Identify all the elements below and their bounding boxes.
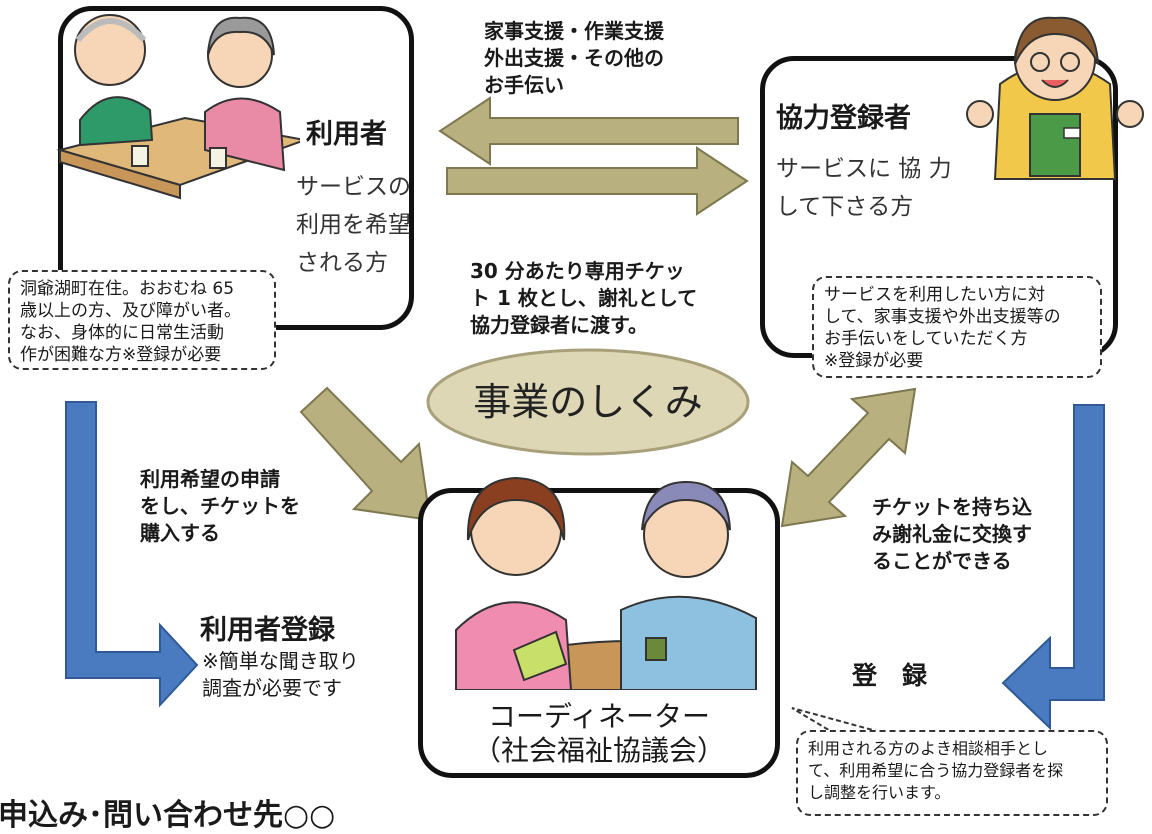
helper-description-line: して下さる方 <box>776 194 914 220</box>
user-description-line: サービスの <box>296 174 411 200</box>
arrow-user-registration <box>65 401 199 708</box>
elderly-couple-illustration <box>56 14 300 200</box>
helper-description-line: サービスに 協 力 <box>776 156 952 182</box>
arrow-coordinator-helper <box>780 387 917 528</box>
coordinator-line: コーディネーター <box>487 700 711 733</box>
center-label: 事業のしくみ <box>473 380 703 424</box>
coordinator-label: コーディネーター （社会福祉協議会） <box>424 700 774 768</box>
services-line: 家事支援・作業支援 <box>484 19 664 43</box>
exchange-note-line: ることができる <box>872 549 1012 573</box>
helper-registration-label: 登 録 <box>852 661 928 690</box>
user-description-line: される方 <box>296 250 388 276</box>
coordinator-line: （社会福祉協議会） <box>472 734 725 767</box>
user-registration-title: 利用者登録 <box>200 615 335 646</box>
apply-note-line: をし、チケットを <box>140 494 300 518</box>
apply-note-line: 利用希望の申請 <box>140 467 280 491</box>
coordinator-note-line: し調整を行います。 <box>808 783 951 802</box>
exchange-note: チケットを持ち込 み謝礼金に交換す ることができる <box>872 494 1032 575</box>
user-registration-detail: ※簡単な聞き取り 調査が必要です <box>202 648 359 702</box>
contact-heading: 申込み･問い合わせ先○○ <box>0 798 336 833</box>
apply-note: 利用希望の申請 をし、チケットを 購入する <box>140 466 300 547</box>
coordinator-note-line: て、利用希望に合う協力登録者を探 <box>808 761 1064 780</box>
arrow-tickets-to-helper <box>446 146 749 216</box>
user-registration-line: ※簡単な聞き取り <box>202 649 359 673</box>
user-note-line: なお、身体的に日常生活動 <box>20 323 224 343</box>
ticket-text: 30 分あたり専用チケッ ト 1 枚とし、謝礼として 協力登録者に渡す。 <box>470 258 697 339</box>
helper-note-line: サービスを利用したい方に対 <box>824 285 1045 305</box>
arrow-user-to-coordinator <box>299 386 432 522</box>
user-registration-line: 調査が必要です <box>202 676 342 700</box>
services-line: お手伝い <box>484 73 564 97</box>
apply-note-line: 購入する <box>140 521 220 545</box>
helper-title: 協力登録者 <box>776 103 911 134</box>
center-ellipse <box>426 348 750 456</box>
services-line: 外出支援・その他の <box>484 46 664 70</box>
coordinator-illustration <box>455 476 757 690</box>
user-note-line: 作が困難な方※登録が必要 <box>20 345 222 365</box>
coordinator-note: 利用される方のよき相談相手とし て、利用希望に合う協力登録者を探 し調整を行いま… <box>796 730 1108 816</box>
user-note: 洞爺湖町在住。おおむね 65 歳以上の方、及び障がい者。 なお、身体的に日常生活… <box>8 270 276 370</box>
user-description: サービスの 利用を希望 される方 <box>296 168 411 282</box>
helper-note: サービスを利用したい方に対 して、家事支援や外出支援等の お手伝いをしていただく… <box>812 276 1102 378</box>
user-description-line: 利用を希望 <box>296 212 411 238</box>
user-title: 利用者 <box>306 119 387 150</box>
coordinator-note-line: 利用される方のよき相談相手とし <box>808 739 1049 758</box>
user-note-line: 歳以上の方、及び障がい者。 <box>20 301 241 321</box>
arrow-helper-registration <box>1001 404 1105 731</box>
ticket-line: ト 1 枚とし、謝礼として <box>470 286 698 310</box>
ticket-line: 協力登録者に渡す。 <box>470 313 648 337</box>
user-note-line: 洞爺湖町在住。おおむね 65 <box>20 279 235 299</box>
helper-description: サービスに 協 力 して下さる方 <box>776 150 952 226</box>
ticket-line: 30 分あたり専用チケッ <box>470 259 685 283</box>
helper-woman-illustration <box>966 16 1144 180</box>
helper-note-line: ※登録が必要 <box>824 351 924 371</box>
exchange-note-line: チケットを持ち込 <box>872 495 1032 519</box>
exchange-note-line: み謝礼金に交換す <box>872 522 1032 546</box>
arrow-services-to-user <box>438 96 739 166</box>
services-text: 家事支援・作業支援 外出支援・その他の お手伝い <box>484 18 664 99</box>
helper-note-line: して、家事支援や外出支援等の <box>824 307 1061 327</box>
helper-note-line: お手伝いをしていただく方 <box>824 329 1028 349</box>
